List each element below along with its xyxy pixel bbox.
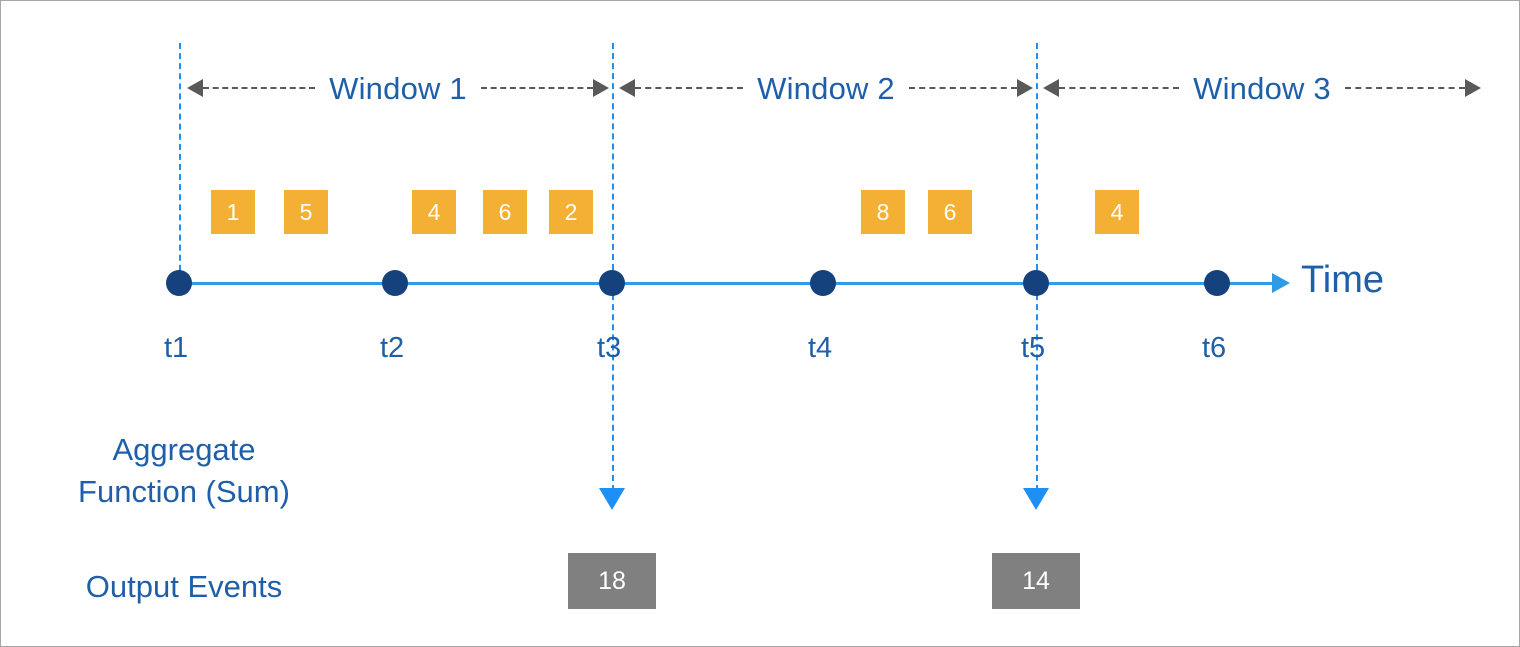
timeline-dot-t6 [1204,270,1230,296]
input-event-box: 1 [211,190,255,234]
tick-label-t4: t4 [808,332,833,364]
dash-segment [908,87,1017,89]
timeline-dot-t5 [1023,270,1049,296]
window-boundary-t3 [612,43,614,491]
window-label-3: Window 3 [1193,70,1331,106]
timeline-dot-t4 [810,270,836,296]
window-span-2: Window 2 [619,71,1033,105]
aggregate-function-label: Aggregate Function (Sum) [78,432,290,509]
arrow-right-icon [1465,79,1481,97]
arrow-right-icon [1017,79,1033,97]
window-boundary-t1 [179,43,181,291]
dash-segment [1059,87,1180,89]
input-event-box: 2 [549,190,593,234]
dash-segment [1344,87,1465,89]
timeline-dot-t2 [382,270,408,296]
arrow-left-icon [187,79,203,97]
output-event-box: 18 [568,553,656,609]
window-span-3: Window 3 [1043,71,1481,105]
window-label-1: Window 1 [329,70,467,106]
output-events-label: Output Events [85,569,283,604]
output-arrowhead-t3-icon [599,488,625,510]
arrow-left-icon [619,79,635,97]
window-span-1: Window 1 [187,71,609,105]
output-arrowhead-t5-icon [1023,488,1049,510]
timeline-arrowhead-icon [1272,273,1290,293]
input-event-box: 6 [483,190,527,234]
dash-segment [203,87,316,89]
dash-segment [480,87,593,89]
arrow-left-icon [1043,79,1059,97]
window-label-2: Window 2 [757,70,895,106]
tick-label-t3: t3 [597,332,622,364]
dash-segment [635,87,744,89]
tick-label-t1: t1 [164,332,189,364]
timeline-dot-t1 [166,270,192,296]
input-event-box: 6 [928,190,972,234]
timeline-axis [179,282,1274,285]
input-event-box: 5 [284,190,328,234]
time-axis-label: Time [1301,259,1385,301]
tick-label-t6: t6 [1202,332,1227,364]
output-event-box: 14 [992,553,1080,609]
tick-label-t2: t2 [380,332,405,364]
input-event-box: 4 [1095,190,1139,234]
input-event-box: 4 [412,190,456,234]
input-event-box: 8 [861,190,905,234]
timeline-dot-t3 [599,270,625,296]
tick-label-t5: t5 [1021,332,1046,364]
arrow-right-icon [593,79,609,97]
window-boundary-t5 [1036,43,1038,491]
